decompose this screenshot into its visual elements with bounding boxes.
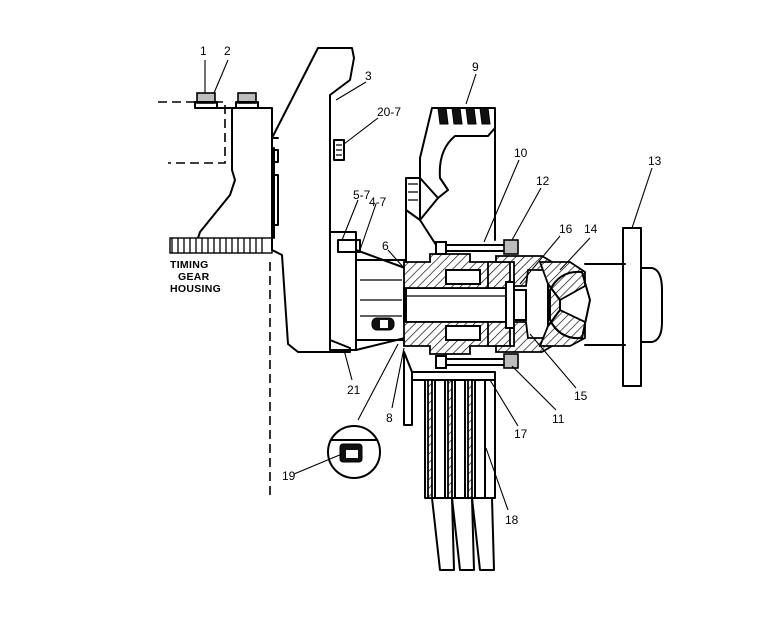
fan-shaft bbox=[403, 287, 513, 323]
upper-pulley bbox=[405, 107, 496, 263]
callout-3: 3 bbox=[365, 69, 372, 83]
callout-9: 9 bbox=[472, 60, 479, 74]
spindle-housing bbox=[329, 231, 407, 351]
seal-detail-inset bbox=[327, 425, 381, 479]
callout-16: 16 bbox=[559, 222, 573, 236]
drive-belts bbox=[431, 497, 495, 571]
callout-1: 1 bbox=[200, 44, 207, 58]
housing-label-line1: TIMING bbox=[170, 259, 209, 271]
bolt-1 bbox=[194, 92, 218, 109]
housing-label-line3: HOUSING bbox=[170, 283, 221, 295]
callout-2: 2 bbox=[224, 44, 231, 58]
callout-19: 19 bbox=[282, 469, 296, 483]
bolt-11 bbox=[435, 353, 519, 369]
housing-label-line2: GEAR bbox=[178, 271, 210, 283]
callout-13: 13 bbox=[648, 154, 662, 168]
shaft-end-bolt bbox=[505, 281, 527, 329]
fan-flange bbox=[622, 227, 663, 387]
bolt-2 bbox=[235, 92, 259, 109]
callout-6: 6 bbox=[382, 239, 389, 253]
callout-17: 17 bbox=[514, 427, 528, 441]
callout-21: 21 bbox=[347, 383, 361, 397]
callout-10: 10 bbox=[514, 146, 528, 160]
callout-18: 18 bbox=[505, 513, 519, 527]
hub-lower bbox=[403, 321, 511, 355]
fan-hub-casting bbox=[495, 255, 591, 353]
callout-14: 14 bbox=[584, 222, 598, 236]
callout-4-7: 4-7 bbox=[369, 195, 387, 209]
timing-gear-housing bbox=[158, 101, 279, 495]
callout-20-7: 20-7 bbox=[377, 105, 401, 119]
callout-12: 12 bbox=[536, 174, 550, 188]
callout-15: 15 bbox=[574, 389, 588, 403]
hub-upper bbox=[403, 253, 511, 289]
fan-spacer bbox=[584, 263, 626, 346]
lower-pulley bbox=[403, 351, 496, 499]
leader-lines bbox=[204, 59, 653, 511]
bolt-10 bbox=[435, 239, 519, 255]
mounting-bracket bbox=[271, 47, 355, 353]
callout-5-7: 5-7 bbox=[353, 188, 371, 202]
housing-stud bbox=[169, 237, 273, 254]
callout-8: 8 bbox=[386, 411, 393, 425]
callout-11: 11 bbox=[552, 412, 565, 426]
